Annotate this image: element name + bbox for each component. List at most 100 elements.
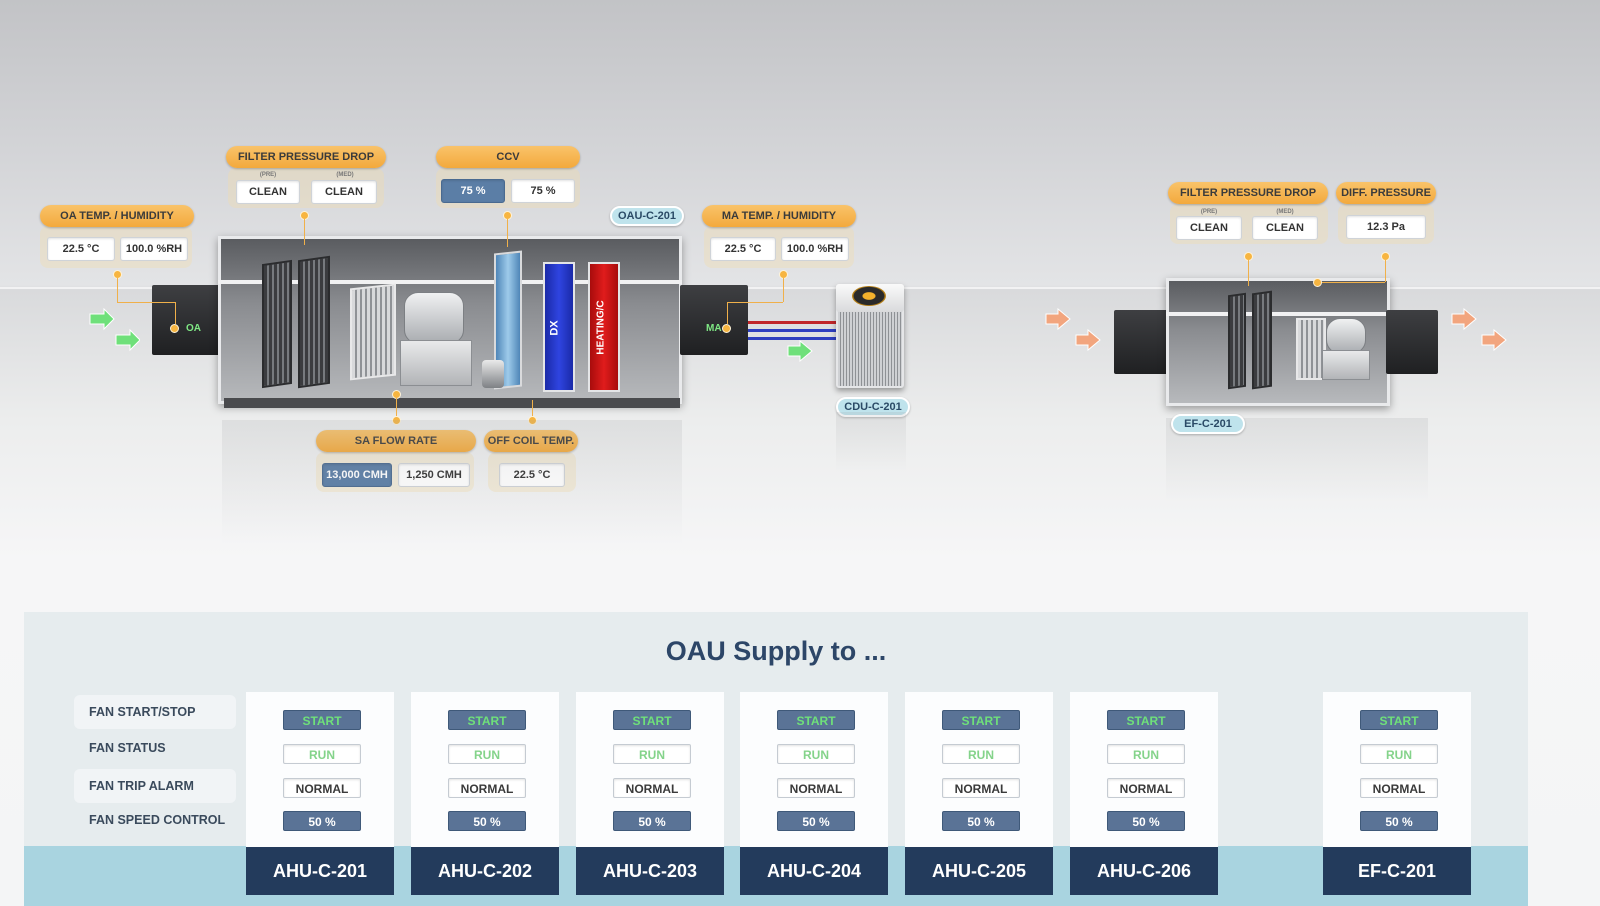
fan-start-button[interactable]: START: [283, 710, 361, 730]
oa-temp-title: OA TEMP. / HUMIDITY: [40, 205, 194, 227]
ma-humidity-value: 100.0 %RH: [781, 237, 849, 261]
ef-pre-filter: [1228, 292, 1246, 390]
oau-filter-title: FILTER PRESSURE DROP: [226, 146, 386, 168]
cdu-fan-icon: [852, 286, 886, 306]
ccv-valve: [482, 360, 504, 388]
ma-label: MA: [706, 323, 722, 334]
oa-temp-leader-v2: [175, 302, 176, 324]
unit-column: START RUN NORMAL 50 % AHU-C-202: [411, 692, 559, 895]
fan-speed-input[interactable]: 50 %: [777, 811, 855, 831]
off-coil-leader: [532, 400, 533, 420]
fan-speed-input[interactable]: 50 %: [283, 811, 361, 831]
ef-tag[interactable]: EF-C-201: [1171, 414, 1245, 434]
off-coil-pointer-dot: [528, 416, 537, 425]
ef-filter-title: FILTER PRESSURE DROP: [1168, 182, 1328, 204]
sa-flow-leader: [396, 398, 397, 420]
row-label-trip-alarm: FAN TRIP ALARM: [74, 769, 236, 803]
ef-motor: [1326, 318, 1366, 354]
fan-status-indicator: RUN: [283, 744, 361, 764]
fan-trip-alarm-indicator: NORMAL: [283, 778, 361, 798]
fan-speed-input[interactable]: 50 %: [942, 811, 1020, 831]
oau-filter-med-value: CLEAN: [311, 180, 377, 204]
row-label-start-stop: FAN START/STOP: [74, 695, 236, 729]
oa-sensor-dot: [170, 324, 179, 333]
diff-pressure-pointer-dot-2: [1313, 278, 1322, 287]
row-label-status: FAN STATUS: [89, 741, 166, 755]
ef-filter-pre-label: (PRE): [1200, 209, 1218, 215]
ccv-leader: [507, 219, 508, 247]
ccv-setpoint-input[interactable]: 75 %: [441, 179, 505, 203]
fan-start-button[interactable]: START: [777, 710, 855, 730]
oa-inlet-duct: [152, 285, 222, 355]
fan-start-button[interactable]: START: [1107, 710, 1185, 730]
heating-coil: HEATING/C: [588, 262, 620, 392]
oau-filter-pre-label: (PRE): [259, 172, 277, 178]
unit-name-label[interactable]: AHU-C-202: [411, 847, 559, 895]
dx-coil: DX: [543, 262, 575, 392]
sa-flow-pointer-dot-2: [392, 416, 401, 425]
fan-trip-alarm-indicator: NORMAL: [942, 778, 1020, 798]
fan-start-button[interactable]: START: [942, 710, 1020, 730]
ccv-title: CCV: [436, 146, 580, 168]
oa-humidity-value: 100.0 %RH: [120, 237, 188, 261]
fan-trip-alarm-indicator: NORMAL: [448, 778, 526, 798]
fan-status-indicator: RUN: [1360, 744, 1438, 764]
ef-outlet-duct: [1386, 310, 1438, 374]
fan-trip-alarm-indicator: NORMAL: [1360, 778, 1438, 798]
ef-filter-med-label: (MED): [1276, 209, 1294, 215]
fan-trip-alarm-indicator: NORMAL: [777, 778, 855, 798]
sa-flow-actual-value: 1,250 CMH: [398, 463, 470, 487]
cdu-tag[interactable]: CDU-C-201: [836, 397, 910, 417]
ma-temp-leader-v: [783, 278, 784, 302]
ef-med-filter: [1252, 290, 1272, 390]
sa-flow-setpoint-input[interactable]: 13,000 CMH: [322, 463, 392, 487]
ccv-feedback-value: 75 %: [511, 179, 575, 203]
med-filter: [298, 255, 330, 389]
fan-speed-input[interactable]: 50 %: [448, 811, 526, 831]
pre-filter: [262, 259, 292, 389]
fan-speed-input[interactable]: 50 %: [1107, 811, 1185, 831]
off-coil-value: 22.5 °C: [499, 463, 565, 487]
fan-status-indicator: RUN: [613, 744, 691, 764]
fan-start-button[interactable]: START: [448, 710, 526, 730]
unit-name-label[interactable]: AHU-C-205: [905, 847, 1053, 895]
dx-label: DX: [548, 320, 561, 336]
supply-fan: [350, 283, 396, 381]
unit-name-label[interactable]: EF-C-201: [1323, 847, 1471, 895]
floor-horizon: [0, 287, 1600, 289]
fan-start-button[interactable]: START: [613, 710, 691, 730]
refrigerant-pipe-cold: [748, 329, 836, 332]
unit-name-label[interactable]: AHU-C-203: [576, 847, 724, 895]
fan-status-indicator: RUN: [942, 744, 1020, 764]
fan-status-indicator: RUN: [448, 744, 526, 764]
fan-status-indicator: RUN: [777, 744, 855, 764]
ma-temp-title: MA TEMP. / HUMIDITY: [702, 205, 856, 227]
unit-name-label[interactable]: AHU-C-201: [246, 847, 394, 895]
diff-pressure-leader-v: [1385, 260, 1386, 282]
ma-sensor-dot: [722, 324, 731, 333]
row-label-speed: FAN SPEED CONTROL: [89, 813, 226, 827]
fan-speed-input[interactable]: 50 %: [613, 811, 691, 831]
oa-label: OA: [186, 323, 201, 334]
oa-temp-leader-h: [117, 302, 175, 303]
ma-temp-leader-v2: [727, 302, 728, 324]
oau-tag[interactable]: OAU-C-201: [610, 206, 684, 226]
sa-flow-title: SA FLOW RATE: [316, 430, 476, 452]
motor-base: [400, 340, 472, 386]
ma-outlet-arrow-icon: [787, 340, 813, 362]
oau-reflection: [222, 420, 682, 544]
ef-filter-leader: [1248, 260, 1249, 286]
ef-outlet-arrows-icon: [1451, 308, 1507, 352]
unit-name-label[interactable]: AHU-C-204: [740, 847, 888, 895]
fan-start-button[interactable]: START: [1360, 710, 1438, 730]
panel-title: OAU Supply to ...: [665, 636, 887, 666]
fan-motor: [404, 292, 464, 344]
unit-name-label[interactable]: AHU-C-206: [1070, 847, 1218, 895]
oau-base: [224, 398, 680, 408]
oau-filter-pre-value: CLEAN: [236, 180, 300, 204]
ma-outlet-duct: [680, 285, 748, 355]
fan-trip-alarm-indicator: NORMAL: [1107, 778, 1185, 798]
fan-speed-input[interactable]: 50 %: [1360, 811, 1438, 831]
